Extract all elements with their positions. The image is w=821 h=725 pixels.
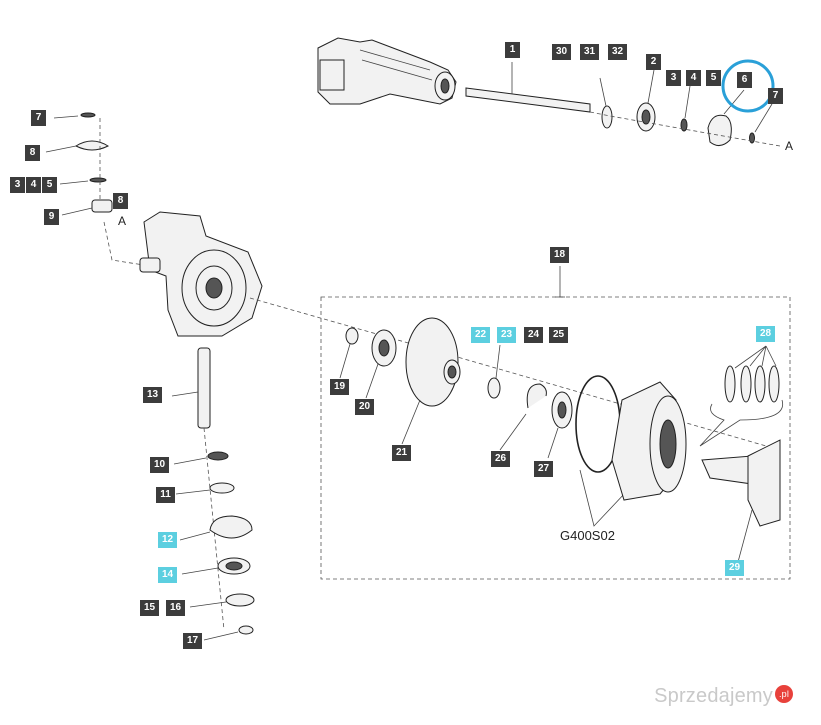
callout-a-left: A (118, 214, 127, 228)
part-label-31: 31 (580, 44, 599, 60)
part-label-6: 6 (737, 72, 752, 88)
part-label-24: 24 (524, 327, 543, 343)
part-label-3: 3 (666, 70, 681, 86)
ring-3-4 (680, 118, 688, 132)
part-label-13: 13 (143, 387, 162, 403)
seal-part-10 (207, 451, 229, 461)
part-label-8-left: 8 (113, 193, 128, 209)
flange-part-21 (405, 317, 461, 407)
cup-part-12 (209, 515, 253, 539)
cap-part-6 (707, 114, 732, 146)
output-shaft-part-29 (701, 439, 781, 563)
part-label-18: 18 (550, 247, 569, 263)
part-label-8: 8 (25, 145, 40, 161)
part-label-1: 1 (505, 42, 520, 58)
part-label-3-left: 3 (10, 177, 25, 193)
bearing-part-27-inner (557, 401, 567, 419)
part-label-27: 27 (534, 461, 553, 477)
ring-part-7-left (80, 112, 96, 118)
ring-part-22-25 (487, 377, 501, 399)
ring-part-11 (209, 482, 235, 494)
part-label-17: 17 (183, 633, 202, 649)
part-label-11: 11 (156, 487, 175, 503)
watermark-suffix-badge: .pl (775, 685, 793, 703)
bearing-part-2 (636, 69, 656, 132)
part-label-7: 7 (31, 110, 46, 126)
part-label-23: 23 (497, 327, 516, 343)
cap-part-8 (74, 140, 110, 151)
kit-code-label: G400S02 (560, 528, 615, 543)
ring-part-3-4-5 (89, 177, 107, 183)
part-label-29: 29 (725, 560, 744, 576)
part-label-5-left: 5 (42, 177, 57, 193)
part-label-9: 9 (44, 209, 59, 225)
nut-part-17 (238, 625, 254, 635)
front-housing (139, 211, 263, 337)
part-label-22: 22 (471, 327, 490, 343)
bushing-part-9 (91, 199, 113, 213)
rear-housing (317, 37, 457, 105)
highlight-circle (721, 59, 775, 113)
ring-part-19 (345, 327, 359, 345)
part-label-10: 10 (150, 457, 169, 473)
bearing-part-20-inner (378, 339, 390, 357)
part-label-30: 30 (552, 44, 571, 60)
part-label-4: 4 (686, 70, 701, 86)
part-label-28: 28 (756, 326, 775, 342)
seals-part-28 (699, 345, 784, 447)
shaft-part-1 (465, 62, 591, 113)
part-label-2: 2 (646, 54, 661, 70)
hub-housing (611, 381, 687, 501)
part-label-32: 32 (608, 44, 627, 60)
site-watermark: Sprzedajemy.pl (654, 685, 793, 708)
part-label-20: 20 (355, 399, 374, 415)
seal-ring-30-32 (601, 105, 613, 129)
part-label-14: 14 (158, 567, 177, 583)
part-label-19: 19 (330, 379, 349, 395)
callout-a-top: A (785, 139, 794, 153)
bearing-part-14-inner (225, 561, 243, 571)
snap-ring-part-26 (526, 383, 547, 409)
part-label-12: 12 (158, 532, 177, 548)
part-label-5: 5 (706, 70, 721, 86)
ring-part-7 (749, 132, 755, 144)
watermark-text: Sprzedajemy (654, 685, 773, 707)
part-label-25: 25 (549, 327, 568, 343)
part-label-26: 26 (491, 451, 510, 467)
part-label-7-top: 7 (768, 88, 783, 104)
ring-part-15-16 (225, 593, 255, 607)
part-label-21: 21 (392, 445, 411, 461)
part-label-15: 15 (140, 600, 159, 616)
part-label-16: 16 (166, 600, 185, 616)
part-label-4-left: 4 (26, 177, 41, 193)
shaft-part-13 (197, 347, 211, 429)
